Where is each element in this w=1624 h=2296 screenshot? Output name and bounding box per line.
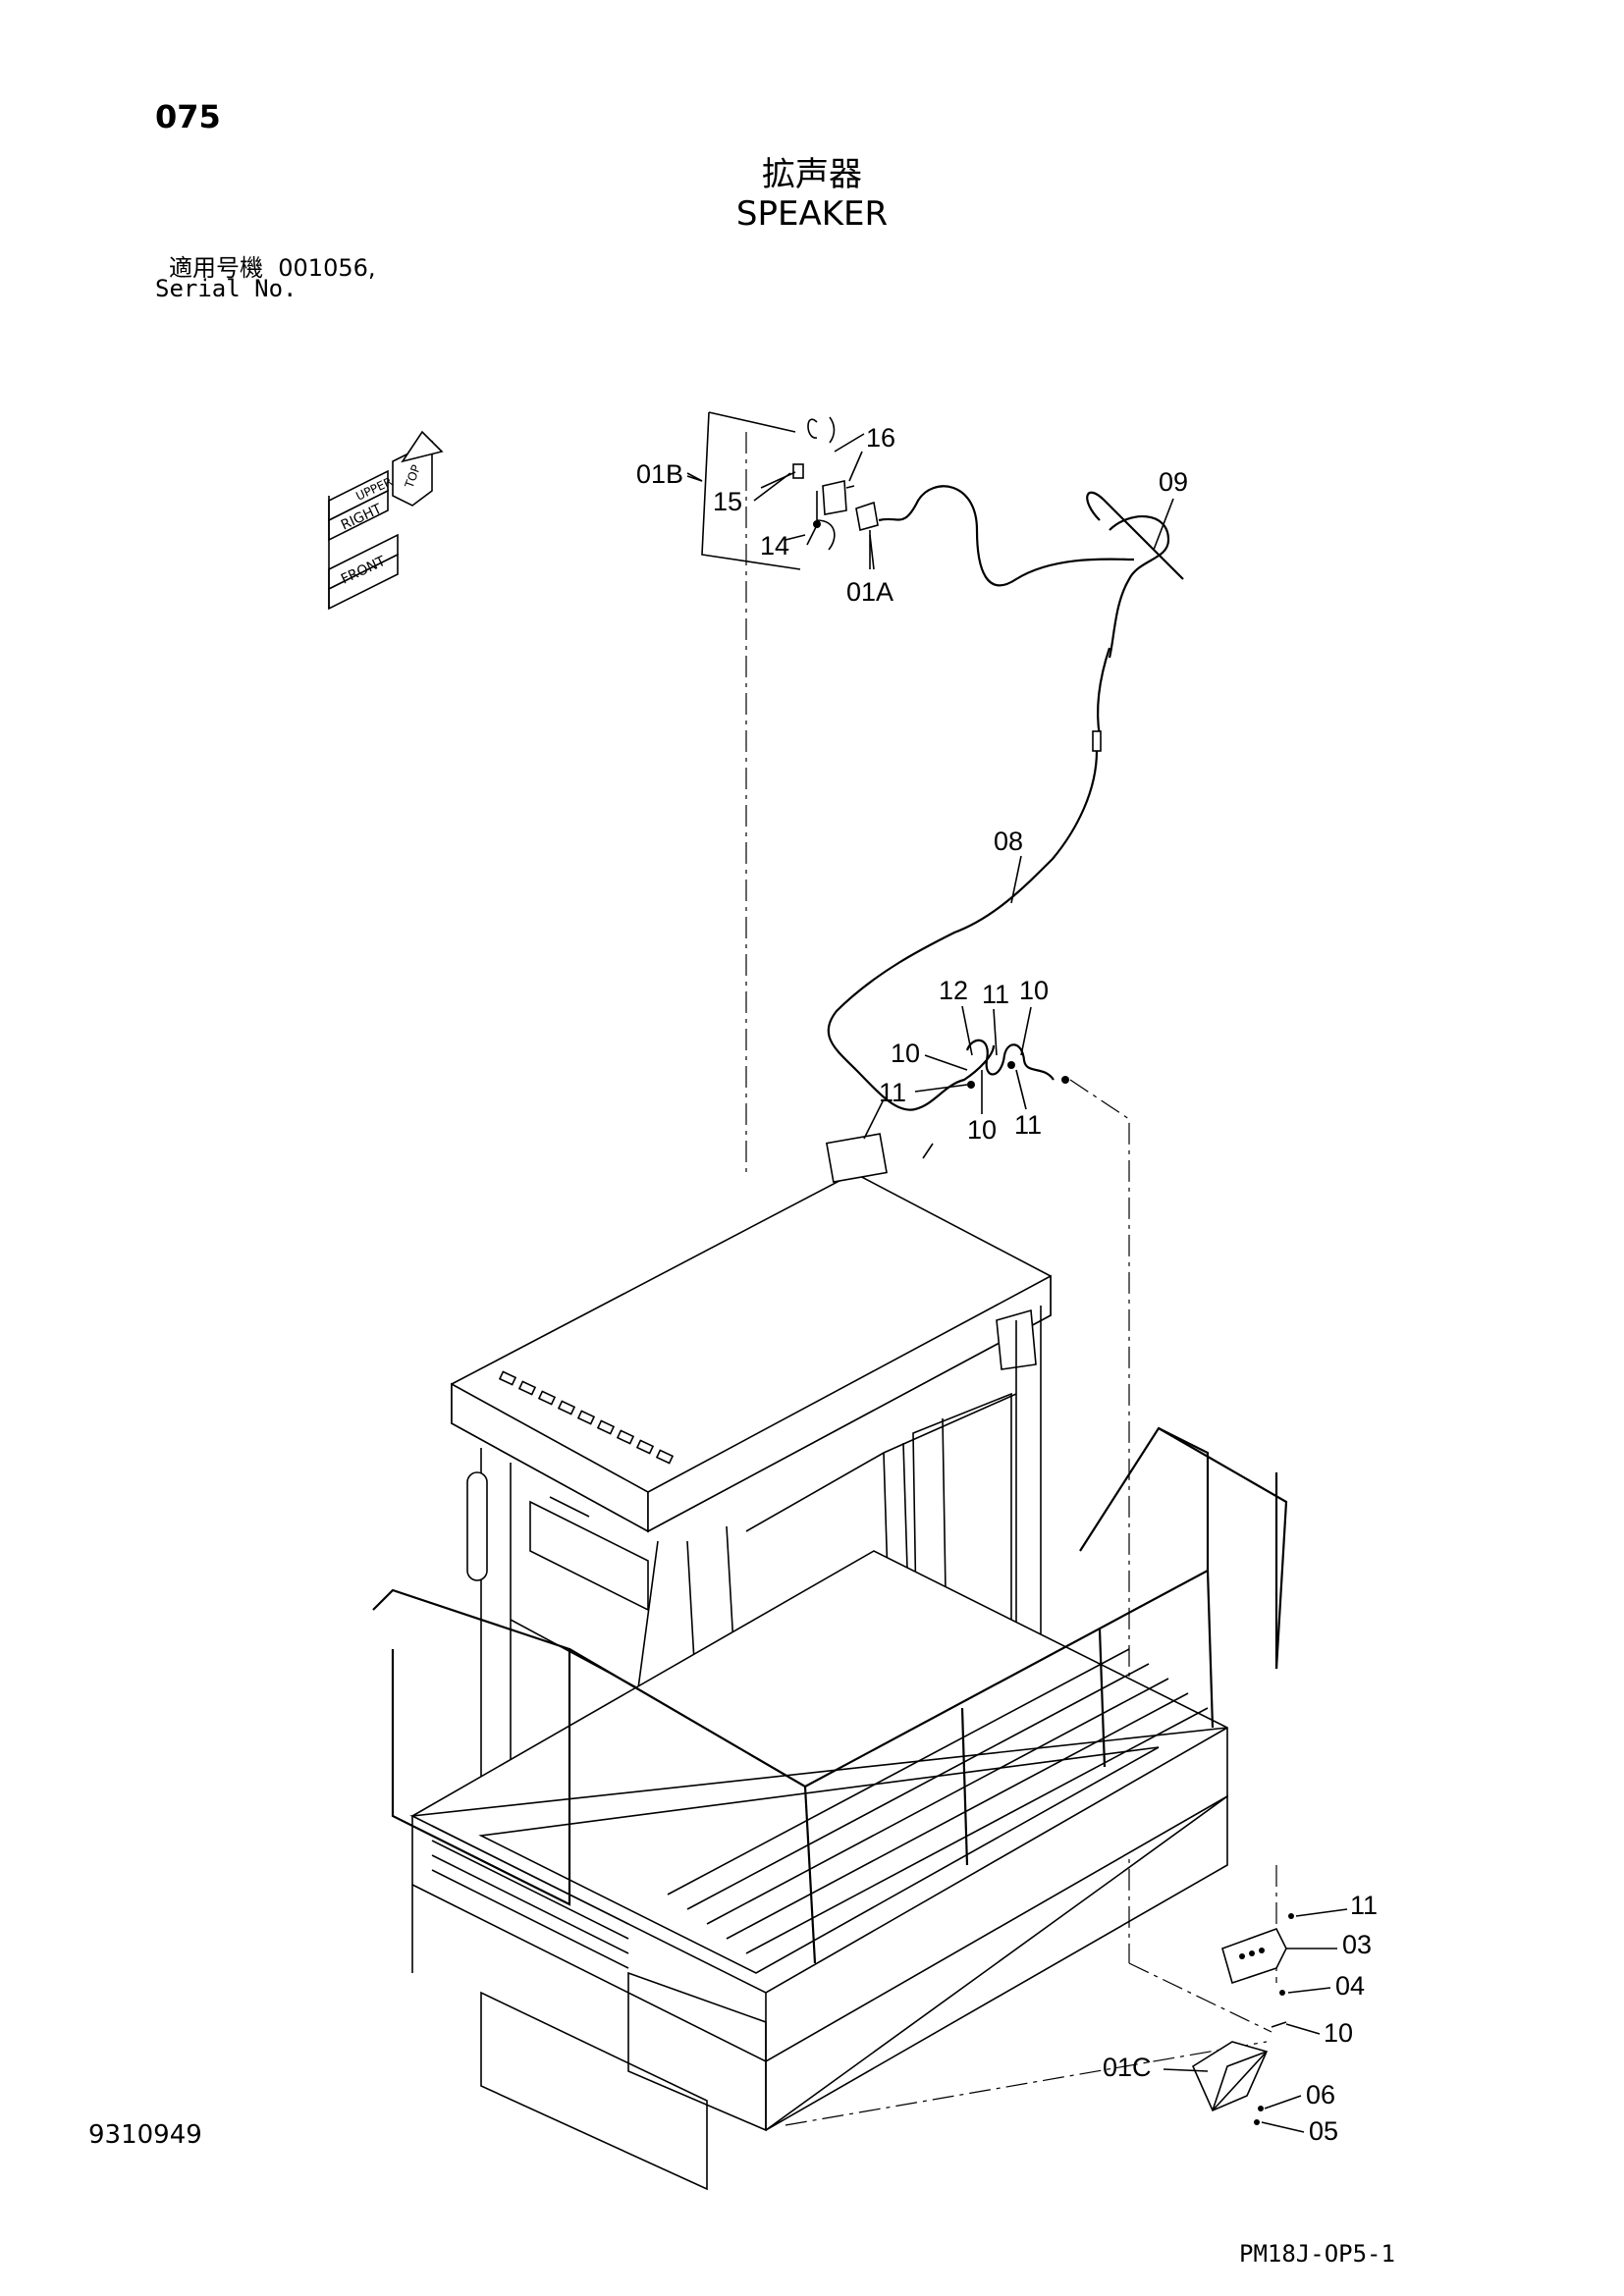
callout-10c: 10 [967, 1115, 997, 1145]
callout-11b: 11 [879, 1078, 906, 1107]
page-number: 075 [155, 98, 221, 135]
serial-value: 001056, [278, 254, 376, 282]
platform-walkway [372, 1426, 1288, 2191]
callout-15: 15 [713, 487, 742, 516]
callout-11c: 11 [1014, 1110, 1042, 1140]
callout-01A: 01A [846, 577, 893, 607]
callout-01B: 01B [636, 459, 683, 489]
speaker-mount-detail [1191, 1913, 1294, 2125]
callout-03: 03 [1342, 1930, 1372, 1959]
speaker-harness [827, 485, 1184, 1159]
sheet-code: PM18J-OP5-1 [1239, 2240, 1395, 2268]
serial-label-jp: 適用号機 [169, 254, 263, 282]
serial-line-japanese: 適用号機 001056, [169, 248, 376, 283]
callout-12: 12 [939, 976, 968, 1005]
callout-09: 09 [1159, 467, 1188, 497]
callout-06: 06 [1306, 2080, 1335, 2109]
callout-10a: 10 [1019, 976, 1049, 1005]
callout-16: 16 [866, 423, 895, 453]
callout-04: 04 [1335, 1971, 1365, 2001]
callout-08: 08 [994, 827, 1023, 856]
serial-label-english: Serial No. [155, 275, 298, 302]
leader-mount [1128, 1962, 1272, 2033]
cab-assembly [451, 1098, 1052, 1886]
callout-14: 14 [760, 531, 789, 561]
callout-11d: 11 [1350, 1891, 1378, 1920]
callout-10d: 10 [1324, 2018, 1353, 2048]
roof-vent-slots [498, 1370, 675, 1465]
title-japanese: 拡声器 [762, 155, 862, 194]
callout-10b: 10 [891, 1039, 920, 1068]
callout-01C: 01C [1103, 2053, 1152, 2082]
grating-pattern [431, 1648, 1209, 1969]
leader-speaker [785, 2041, 1268, 2126]
callout-11a: 11 [982, 980, 1009, 1009]
drawing-number: 9310949 [88, 2120, 202, 2150]
title-english: SPEAKER [735, 194, 889, 234]
orientation-compass-icon: RIGHT UPPER TOP FRONT [328, 430, 444, 611]
callout-05: 05 [1309, 2116, 1338, 2146]
callout-leaders [686, 451, 1348, 2133]
